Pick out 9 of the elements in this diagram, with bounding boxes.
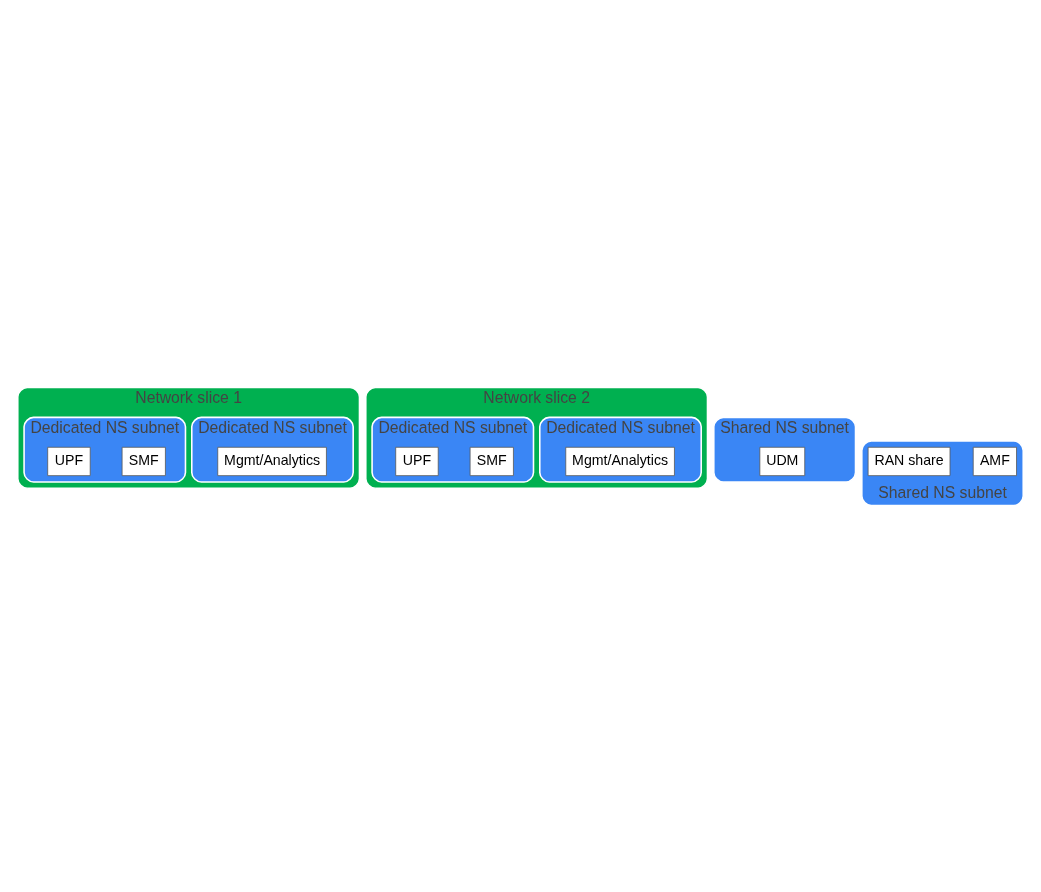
node-box: SMF <box>121 446 166 476</box>
node-box: RAN share <box>867 446 951 476</box>
node-box: Mgmt/Analytics <box>565 446 675 476</box>
node-box: UPF <box>47 446 91 476</box>
node-box: UDM <box>759 446 806 476</box>
node-box: UPF <box>395 446 439 476</box>
node-box: SMF <box>469 446 514 476</box>
node-box: Mgmt/Analytics <box>217 446 327 476</box>
node-box: AMF <box>972 446 1017 476</box>
